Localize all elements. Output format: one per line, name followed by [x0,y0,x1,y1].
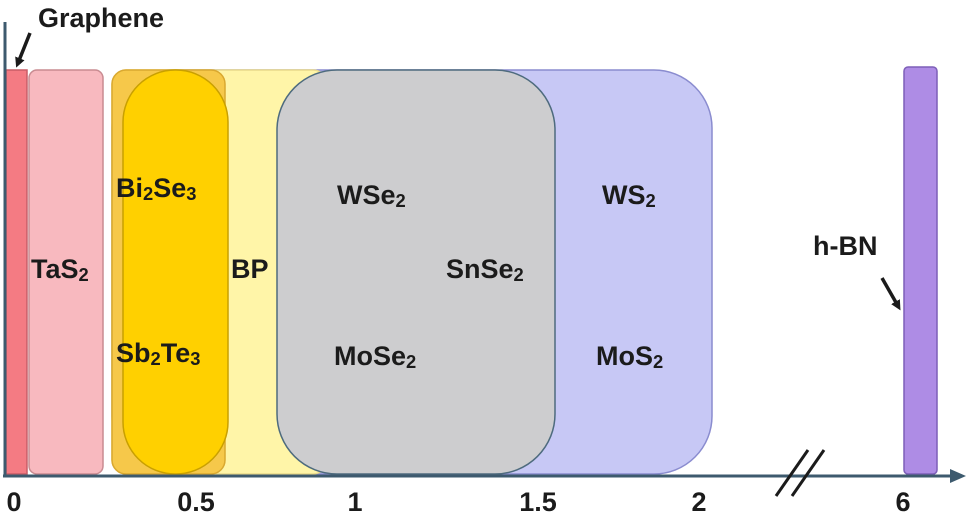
graphene-pointer-arrow [15,32,32,68]
label-wse2: WSe2 [337,180,406,212]
label-mos2: MoS2 [596,341,664,373]
label-sb2te3: Sb2Te3 [116,338,201,370]
label-bp: BP [231,254,269,284]
tick-label-0-5: 0.5 [177,487,215,517]
tick-label-2: 2 [691,487,707,517]
label-hbn: h-BN [813,231,878,261]
label-tas2: TaS2 [31,254,89,286]
bar-graphene [5,69,28,475]
tick-label-0: 0 [6,487,22,517]
label-bi2se3: Bi2Se3 [116,173,197,205]
tick-label-1: 1 [347,487,363,517]
label-mose2: MoSe2 [334,341,417,373]
label-snse2: SnSe2 [446,254,524,286]
region-sb2te3 [122,69,229,475]
label-ws2: WS2 [602,180,656,212]
label-graphene: Graphene [38,3,165,33]
bar-hbn [903,66,938,475]
tick-label-1-5: 1.5 [519,487,557,517]
region-tas2 [28,69,104,475]
region-wse2-snse2-mose2 [276,69,556,475]
axis-break-mark [774,449,826,497]
hbn-pointer-arrow [880,277,901,311]
tick-label-6: 6 [895,487,911,517]
